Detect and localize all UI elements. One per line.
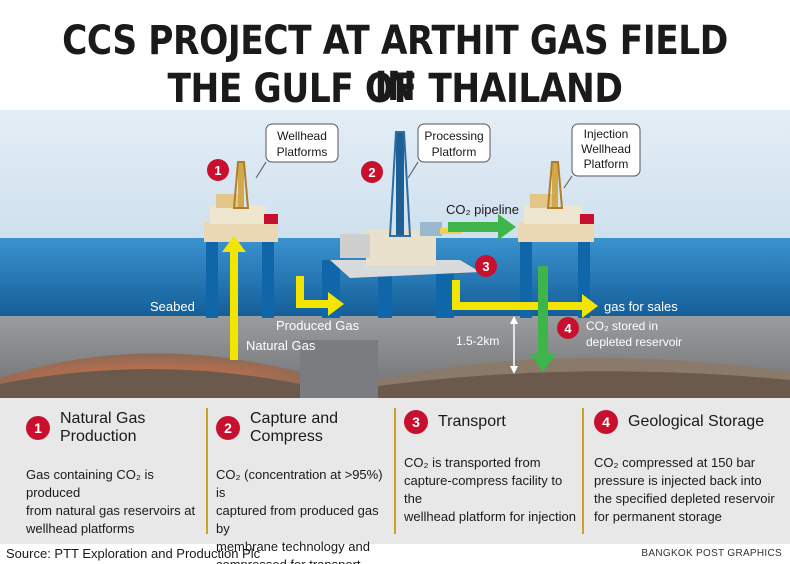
injection-callout: Injection Wellhead Platform xyxy=(563,123,641,189)
step-3: 3 Transport CO₂ is transported from capt… xyxy=(404,410,580,542)
step-4: 4 Geological Storage CO₂ compressed at 1… xyxy=(594,410,780,542)
wellhead-callout: Wellhead Platforms xyxy=(255,123,339,179)
step-2: 2 Capture and Compress CO₂ (concentratio… xyxy=(216,410,392,564)
step-3-body-line: wellhead platform for injection xyxy=(404,509,576,524)
co2-injection-arrow xyxy=(530,266,556,372)
step-1-body: Gas containing CO₂ is produced from natu… xyxy=(26,466,204,538)
gas-for-sales-label: gas for sales xyxy=(604,299,678,314)
step-badge-2: 2 xyxy=(361,161,383,183)
processing-callout: Processing Platform xyxy=(407,123,491,179)
co2-stored-label-line-2: depleted reservoir xyxy=(586,335,682,349)
co2-pipeline-label: CO₂ pipeline xyxy=(446,202,519,217)
svg-text:1: 1 xyxy=(214,163,221,178)
natural-gas-arrow xyxy=(222,236,246,360)
svg-text:3: 3 xyxy=(482,259,489,274)
reservoir-right-base xyxy=(378,371,790,398)
step-3-heading: Transport xyxy=(438,413,506,430)
reservoir-left-base xyxy=(0,369,300,398)
step-3-number: 3 xyxy=(404,410,428,434)
step-4-heading: Geological Storage xyxy=(628,413,765,430)
step-1-body-line: Gas containing CO₂ is produced xyxy=(26,467,154,500)
sky xyxy=(0,110,790,238)
step-2-body: CO₂ (concentration at >95%) is captured … xyxy=(216,466,392,564)
svg-text:2: 2 xyxy=(368,165,375,180)
step-1: 1 Natural Gas Production Gas containing … xyxy=(26,410,204,542)
injection-label-line-2: Wellhead xyxy=(581,142,631,156)
wellhead-label-line-2: Platforms xyxy=(277,145,328,159)
source-credit: Source: PTT Exploration and Production P… xyxy=(6,546,261,561)
ccs-diagram: Wellhead Platforms Processing Platform I… xyxy=(0,110,790,398)
step-4-body-line: pressure is injected back into xyxy=(594,473,762,488)
natural-gas-label: Natural Gas xyxy=(246,338,316,353)
graphics-credit: BANGKOK POST GRAPHICS xyxy=(641,548,782,559)
step-1-heading: Natural Gas Production xyxy=(60,410,146,445)
processing-label-line-1: Processing xyxy=(424,129,483,143)
step-3-body: CO₂ is transported from capture-compress… xyxy=(404,454,580,526)
step-2-body-line: compressed for transport xyxy=(216,556,392,564)
produced-gas-arrow xyxy=(296,276,344,316)
step-2-body-line: captured from produced gas by xyxy=(216,503,379,536)
step-4-body-line: CO₂ compressed at 150 bar xyxy=(594,455,756,470)
gas-for-sales-arrow xyxy=(452,280,598,318)
step-4-body: CO₂ compressed at 150 bar pressure is in… xyxy=(594,454,780,526)
title-line-1: CCS PROJECT AT ARTHIT GAS FIELD IN xyxy=(62,18,728,110)
wellhead-platform xyxy=(204,161,278,318)
seabed-label: Seabed xyxy=(150,299,195,314)
divider xyxy=(206,408,208,534)
title-line-2: THE GULF OF THAILAND xyxy=(167,66,623,112)
step-badge-4: 4 xyxy=(557,317,579,339)
wellhead-label-line-1: Wellhead xyxy=(277,129,327,143)
co2-pipeline-arrow xyxy=(448,214,516,240)
step-3-body-line: CO₂ is transported from xyxy=(404,455,541,470)
injection-platform xyxy=(518,161,594,318)
step-badge-1: 1 xyxy=(207,159,229,181)
step-2-body-line: CO₂ (concentration at >95%) is xyxy=(216,467,383,500)
step-2-number: 2 xyxy=(216,416,240,440)
step-1-number: 1 xyxy=(26,416,50,440)
fault-gap xyxy=(300,340,378,398)
injection-label-line-3: Platform xyxy=(584,157,629,171)
depth-indicator xyxy=(510,316,518,374)
produced-gas-label: Produced Gas xyxy=(276,318,360,333)
svg-text:4: 4 xyxy=(564,321,572,336)
processing-label-line-2: Platform xyxy=(432,145,477,159)
step-1-body-line: wellhead platforms xyxy=(26,521,135,536)
step-2-heading: Capture and Compress xyxy=(250,410,339,445)
step-4-body-line: for permanent storage xyxy=(594,509,722,524)
step-1-body-line: from natural gas reservoirs at xyxy=(26,503,196,518)
injection-label-line-1: Injection xyxy=(584,127,629,141)
divider xyxy=(582,408,584,534)
step-4-body-line: the specified depleted reservoir xyxy=(594,491,775,506)
step-3-body-line: capture-compress facility to the xyxy=(404,473,563,506)
step-2-body-line: membrane technology and xyxy=(216,539,370,554)
co2-stored-label-line-1: CO₂ stored in xyxy=(586,319,658,333)
step-badge-3: 3 xyxy=(475,255,497,277)
depth-label: 1.5-2km xyxy=(456,334,499,348)
step-4-number: 4 xyxy=(594,410,618,434)
divider xyxy=(394,408,396,534)
processing-platform xyxy=(322,131,480,318)
